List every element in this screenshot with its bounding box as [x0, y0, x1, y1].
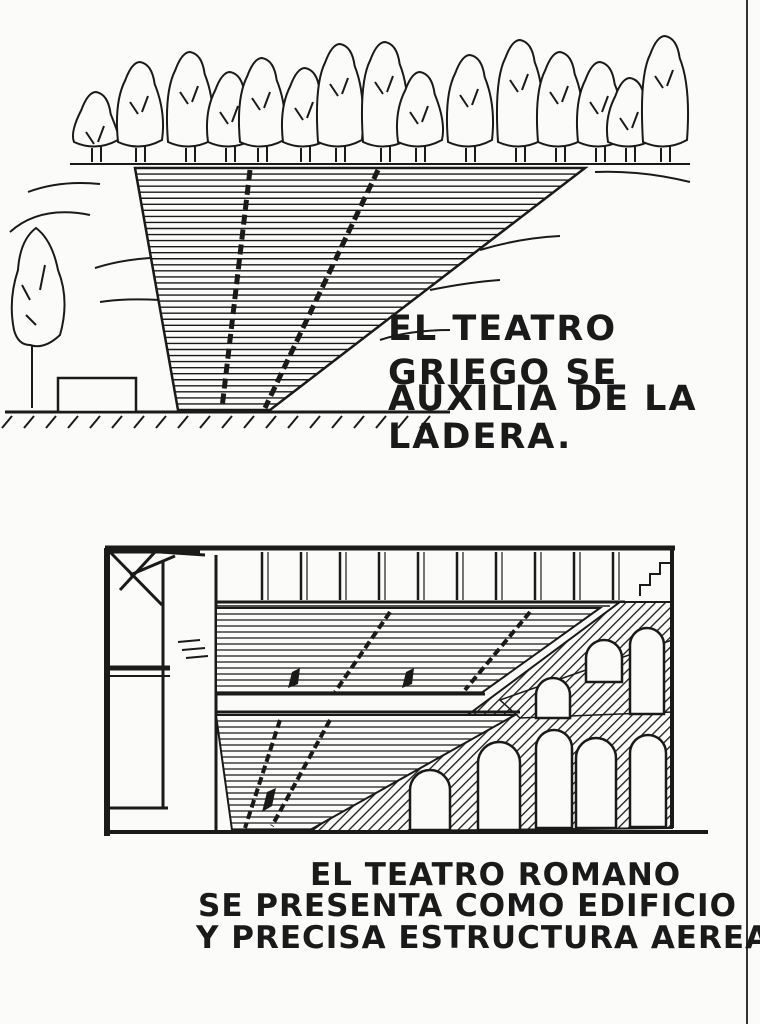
greek-caption-line-2: GRIEGO SE — [388, 353, 619, 393]
scaenae-frons — [110, 555, 218, 830]
stage-building — [56, 376, 138, 414]
greek-caption-line-3: AUXILIA DE LA — [388, 379, 698, 419]
ground-line — [1, 410, 450, 429]
brick-detail — [177, 639, 209, 659]
roman-caption-line-1: EL TEATRO ROMANO — [310, 857, 682, 893]
greek-caption-line-4: LADERA. — [388, 417, 573, 457]
tree — [395, 70, 445, 148]
left-tree — [10, 226, 66, 408]
roman-caption-line-2: SE PRESENTA COMO EDIFICIO — [198, 888, 737, 924]
greek-cavea — [133, 166, 589, 412]
tree — [495, 38, 545, 148]
arcade — [408, 626, 668, 832]
upper-cavea — [215, 607, 604, 695]
tree — [315, 42, 365, 148]
tree — [640, 34, 690, 148]
tree — [445, 53, 495, 148]
roman-caption-line-3: Y PRECISA ESTRUCTURA AEREA — [196, 920, 760, 956]
colonnade — [260, 552, 620, 600]
tree — [71, 90, 121, 148]
tree — [535, 50, 585, 148]
greek-caption-line-1: EL TEATRO — [388, 309, 618, 349]
greek-theater-illustration — [1, 34, 691, 429]
lower-cavea — [214, 714, 519, 831]
roof-truss — [108, 550, 206, 607]
spectator-figures — [262, 668, 414, 812]
tree-row — [70, 34, 690, 165]
tree — [115, 60, 165, 148]
stair-detail — [639, 562, 670, 596]
roman-theater-illustration — [104, 545, 708, 836]
hillside — [9, 170, 691, 341]
tree — [237, 56, 287, 148]
